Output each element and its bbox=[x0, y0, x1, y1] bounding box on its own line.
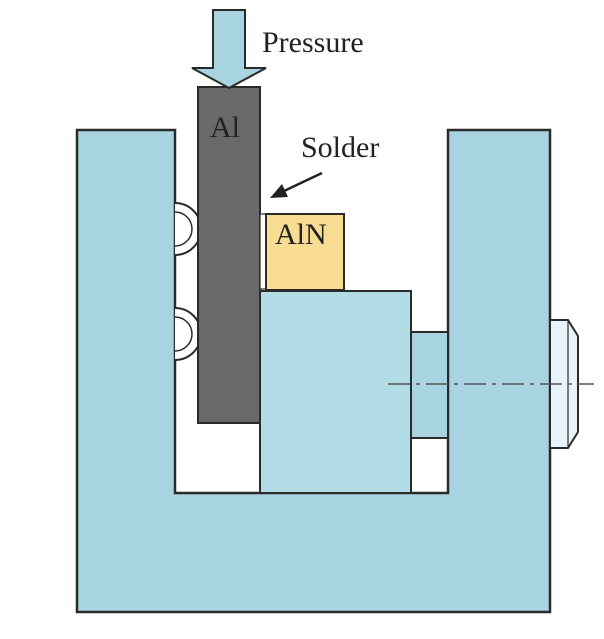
pusher-plate bbox=[410, 331, 449, 439]
solder-pointer-line bbox=[283, 171, 323, 193]
al-bar bbox=[197, 86, 261, 424]
aln-label: AlN bbox=[275, 218, 327, 251]
solder-pointer-head bbox=[270, 184, 288, 198]
pressure-arrow bbox=[191, 9, 267, 90]
solder-label: Solder bbox=[301, 131, 379, 164]
clamp-bump-lower-inner bbox=[174, 316, 193, 352]
aln-chip bbox=[265, 213, 345, 291]
support-block bbox=[259, 290, 412, 494]
clamp-bump-upper-inner bbox=[174, 211, 193, 247]
pressure-label: Pressure bbox=[262, 26, 364, 59]
al-label: Al bbox=[210, 111, 240, 144]
